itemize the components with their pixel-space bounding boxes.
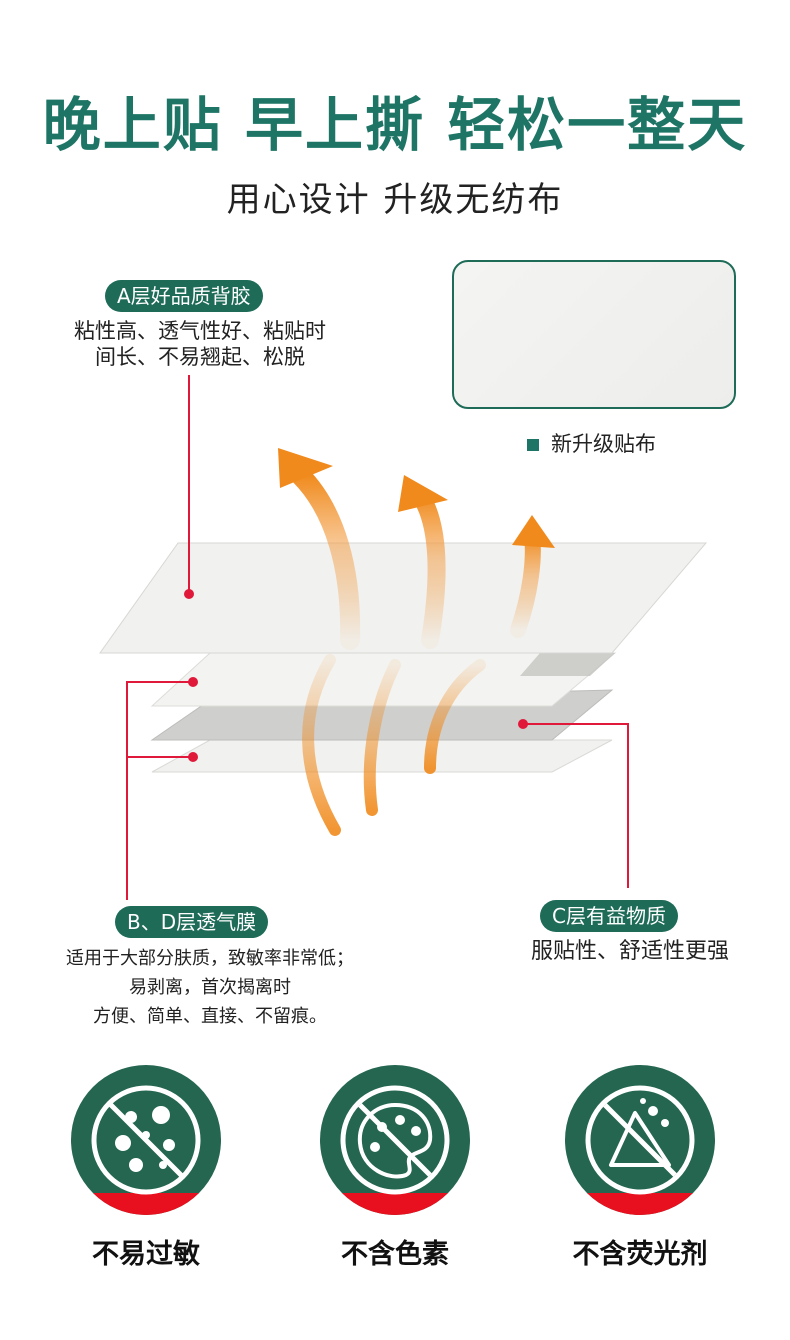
layer-bd-description: 适用于大部分肤质，致敏率非常低； 易剥离，首次揭离时 方便、简单、直接、不留痕。	[20, 944, 400, 1031]
layer-a-desc-line-2: 间长、不易翘起、松脱	[95, 345, 305, 369]
feature-label-no-pigment: 不含色素	[341, 1239, 449, 1270]
feature-badge-no-allergen	[71, 1065, 221, 1215]
layer-a-label: A层好品质背胶	[105, 280, 263, 312]
layer-c-label: C层有益物质	[540, 900, 678, 932]
no-fluorescent-icon	[585, 1085, 695, 1195]
bullet-square-icon	[527, 439, 539, 451]
layer-c-description: 服贴性、舒适性更强	[490, 938, 770, 966]
layer-bd-desc-line-3: 方便、简单、直接、不留痕。	[93, 1006, 327, 1027]
layer-bd-desc-line-2: 易剥离，首次揭离时	[129, 977, 291, 998]
layer-c-desc-line-1: 服贴性、舒适性更强	[530, 939, 729, 964]
subheadline: 用心设计 升级无纺布	[226, 180, 564, 220]
feature-label-no-fluorescent: 不含荧光剂	[572, 1239, 708, 1270]
layer-bd-desc-line-1: 适用于大部分肤质，致敏率非常低；	[66, 948, 354, 969]
layer-diagram	[99, 375, 708, 900]
layer-a-description: 粘性高、透气性好、粘贴时 间长、不易翘起、松脱	[35, 318, 365, 370]
swatch-caption-text: 新升级贴布	[551, 432, 656, 456]
no-pigment-icon	[340, 1085, 450, 1195]
headline: 晚上贴 早上撕 轻松一整天	[42, 91, 748, 159]
fabric-swatch	[452, 260, 736, 409]
layer-d-sheet	[151, 739, 613, 773]
no-allergen-icon	[91, 1085, 201, 1195]
feature-label-no-allergen: 不易过敏	[92, 1239, 200, 1270]
feature-badge-no-pigment	[320, 1065, 470, 1215]
feature-badge-no-fluorescent	[565, 1065, 715, 1215]
swatch-caption: 新升级贴布	[527, 428, 656, 458]
layer-bd-label: B、D层透气膜	[115, 906, 269, 938]
layer-a-desc-line-1: 粘性高、透气性好、粘贴时	[74, 319, 326, 343]
